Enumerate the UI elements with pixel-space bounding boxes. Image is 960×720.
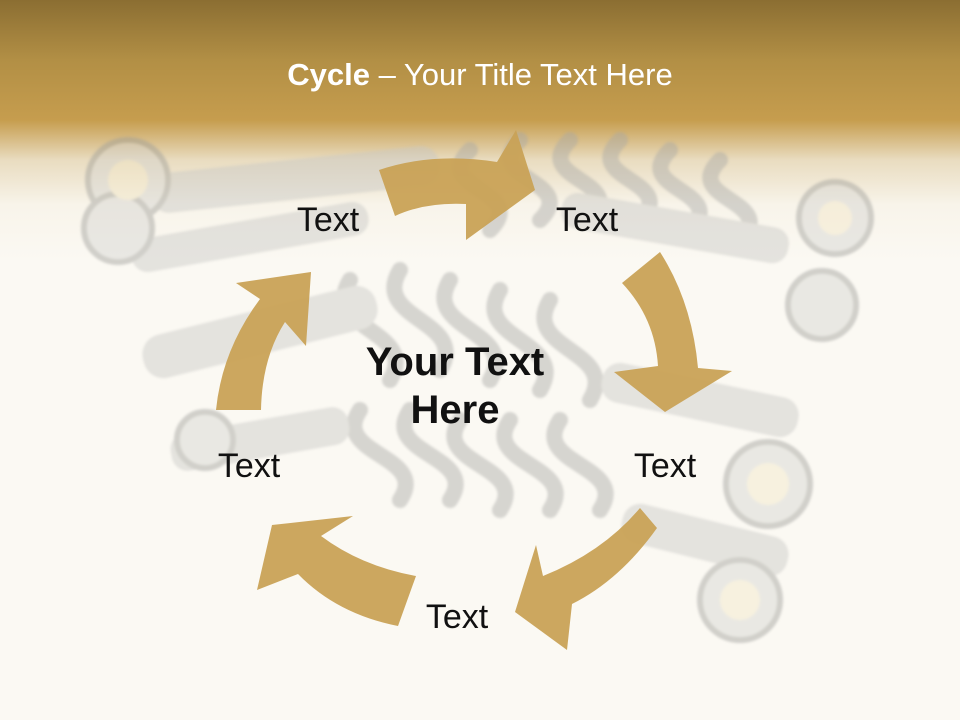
center-text: Your Text Here bbox=[365, 340, 545, 432]
cycle-arrow-right bbox=[614, 252, 732, 412]
cycle-label-right: Text bbox=[633, 447, 697, 485]
cycle-arrow-bottom-left bbox=[257, 516, 416, 626]
slide-title: Cycle – Your Title Text Here bbox=[0, 52, 960, 98]
title-bold-part: Cycle bbox=[287, 57, 370, 92]
cycle-label-bottom: Text bbox=[425, 598, 489, 636]
cycle-label-left: Text bbox=[217, 447, 281, 485]
title-rest-part: – Your Title Text Here bbox=[370, 57, 673, 92]
cycle-arrow-left bbox=[216, 272, 311, 410]
cycle-label-top-right: Text bbox=[555, 201, 619, 239]
cycle-arrow-bottom-right bbox=[515, 508, 657, 650]
cycle-label-top-left: Text bbox=[296, 201, 360, 239]
cycle-arrow-top bbox=[379, 130, 535, 240]
shock-absorber-illustration bbox=[81, 132, 874, 643]
